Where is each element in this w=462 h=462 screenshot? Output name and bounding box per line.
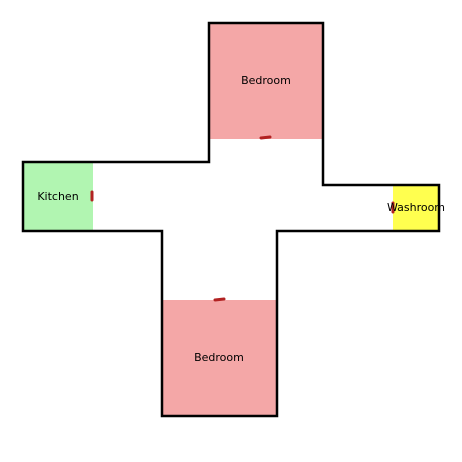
room-label-kitchen: Kitchen (37, 190, 78, 203)
room-label-bedroom-bottom: Bedroom (194, 351, 244, 364)
room-fill-bedroom-top (209, 23, 323, 139)
room-label-washroom: Washroom (387, 201, 445, 214)
door-bedroom-top (259, 135, 272, 140)
door-bedroom-bottom (213, 297, 226, 302)
room-label-bedroom-top: Bedroom (241, 74, 291, 87)
room-fill-washroom (393, 185, 439, 231)
outer-wall (21, 21, 441, 418)
room-fill-kitchen (23, 162, 93, 231)
room-fill-bedroom-bottom (162, 300, 277, 416)
